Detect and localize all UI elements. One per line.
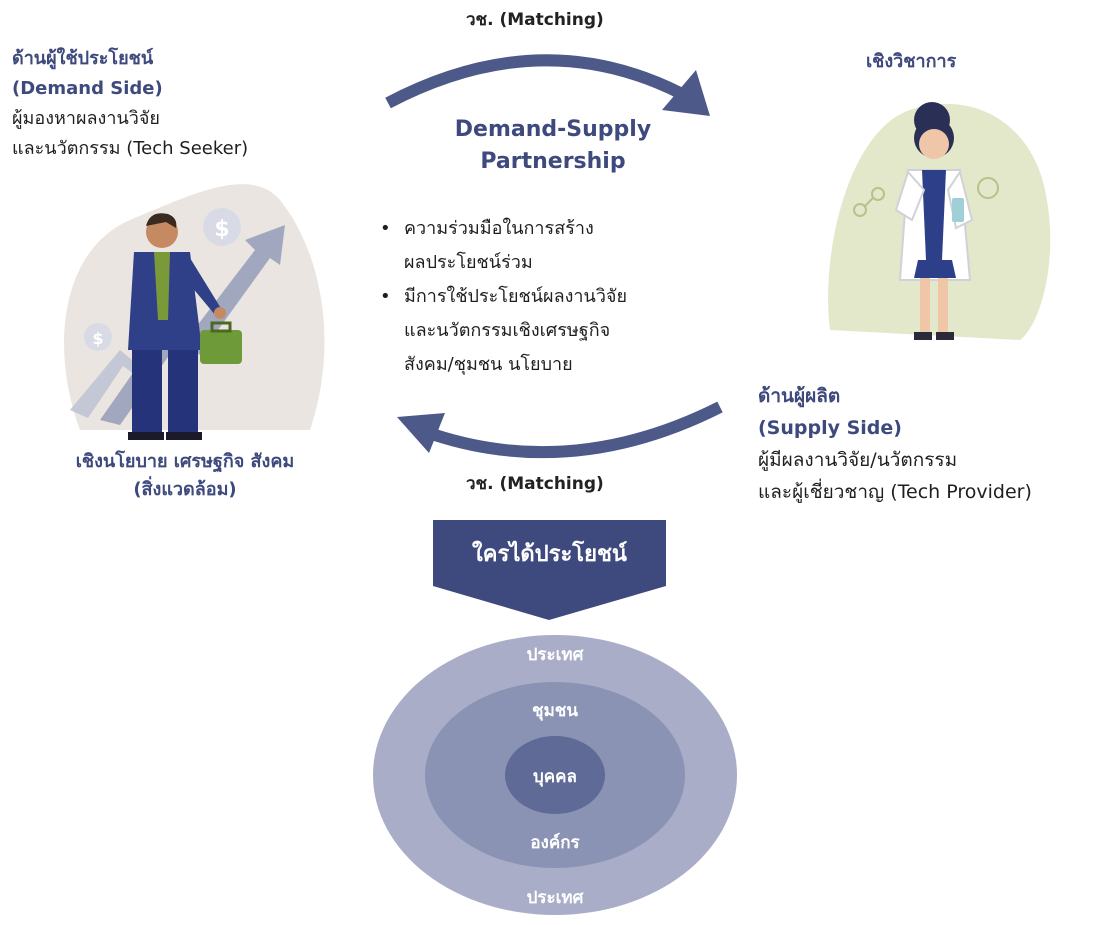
ring-label-middle-bottom: องค์กร [530,833,580,853]
bullet-item: • มีการใช้ประโยชน์ผลงานวิจัย และนวัตกรรม… [380,280,720,382]
matching-label-top: วช. (Matching) [466,10,604,30]
academic-label: เชิงวิชาการ [866,51,957,72]
bullet-dot-icon: • [380,286,391,307]
down-pointer-banner [433,520,666,620]
beneficiary-rings: ประเทศ ชุมชน บุคคล องค์กร ประเทศ [370,633,740,918]
supply-desc-line2: และผู้เชี่ยวชาญ (Tech Provider) [758,481,1032,503]
who-benefits-title: ใครได้ประโยชน์ [472,542,627,567]
molecule-icon [853,177,999,217]
bullet-dot-icon: • [380,218,391,239]
matching-label-bottom: วช. (Matching) [466,474,604,494]
demand-desc-line1: ผู้มองหาผลงานวิจัย [12,108,160,129]
demand-side-block: ด้านผู้ใช้ประโยชน์ (Demand Side) ผู้มองห… [12,44,342,164]
partnership-title-line2: Partnership [480,149,626,174]
partnership-title: Demand-Supply Partnership [398,114,708,178]
supply-side-block: ด้านผู้ผลิต (Supply Side) ผู้มีผลงานวิจั… [758,380,1103,508]
ring-label-outer-bottom: ประเทศ [526,888,584,908]
dollar-coin-icon: $ [84,323,112,351]
bullet-line: และนวัตกรรมเชิงเศรษฐกิจ [404,320,611,341]
supply-heading-th: ด้านผู้ผลิต [758,385,841,407]
policy-label-line1: เชิงนโยบาย เศรษฐกิจ สังคม [75,451,295,472]
demand-desc-line2: และนวัตกรรม (Tech Seeker) [12,138,249,159]
curved-arrow-left [397,401,723,459]
curved-arrow-right [385,54,710,116]
ring-label-outer-top: ประเทศ [526,645,584,665]
bullet-line: สังคม/ชุมชน นโยบาย [404,354,573,375]
svg-text:$: $ [214,217,229,242]
ring-label-middle-top: ชุมชน [532,701,578,721]
bullet-line: มีการใช้ประโยชน์ผลงานวิจัย [404,286,628,307]
demand-heading-th: ด้านผู้ใช้ประโยชน์ [12,48,154,69]
bullet-line: ความร่วมมือในการสร้าง [404,218,594,239]
bullet-line: ผลประโยชน์ร่วม [404,252,533,273]
demand-heading-en: (Demand Side) [12,78,163,99]
ring-graphic [373,635,737,915]
benefit-bullet-list: • ความร่วมมือในการสร้าง ผลประโยชน์ร่วม •… [380,212,720,382]
policy-label: เชิงนโยบาย เศรษฐกิจ สังคม (สิ่งแวดล้อม) [20,448,350,504]
svg-text:$: $ [92,329,103,348]
dollar-coin-icon: $ [203,208,241,246]
ring-label-inner: บุคคล [533,767,577,787]
policy-label-line2: (สิ่งแวดล้อม) [133,479,237,500]
scientist-illustration [828,102,1051,340]
supply-heading-en: (Supply Side) [758,417,902,439]
businessman-illustration: $ $ [64,184,325,440]
supply-desc-line1: ผู้มีผลงานวิจัย/นวัตกรรม [758,449,958,471]
partnership-title-line1: Demand-Supply [454,117,652,142]
bullet-item: • ความร่วมมือในการสร้าง ผลประโยชน์ร่วม [380,212,720,280]
